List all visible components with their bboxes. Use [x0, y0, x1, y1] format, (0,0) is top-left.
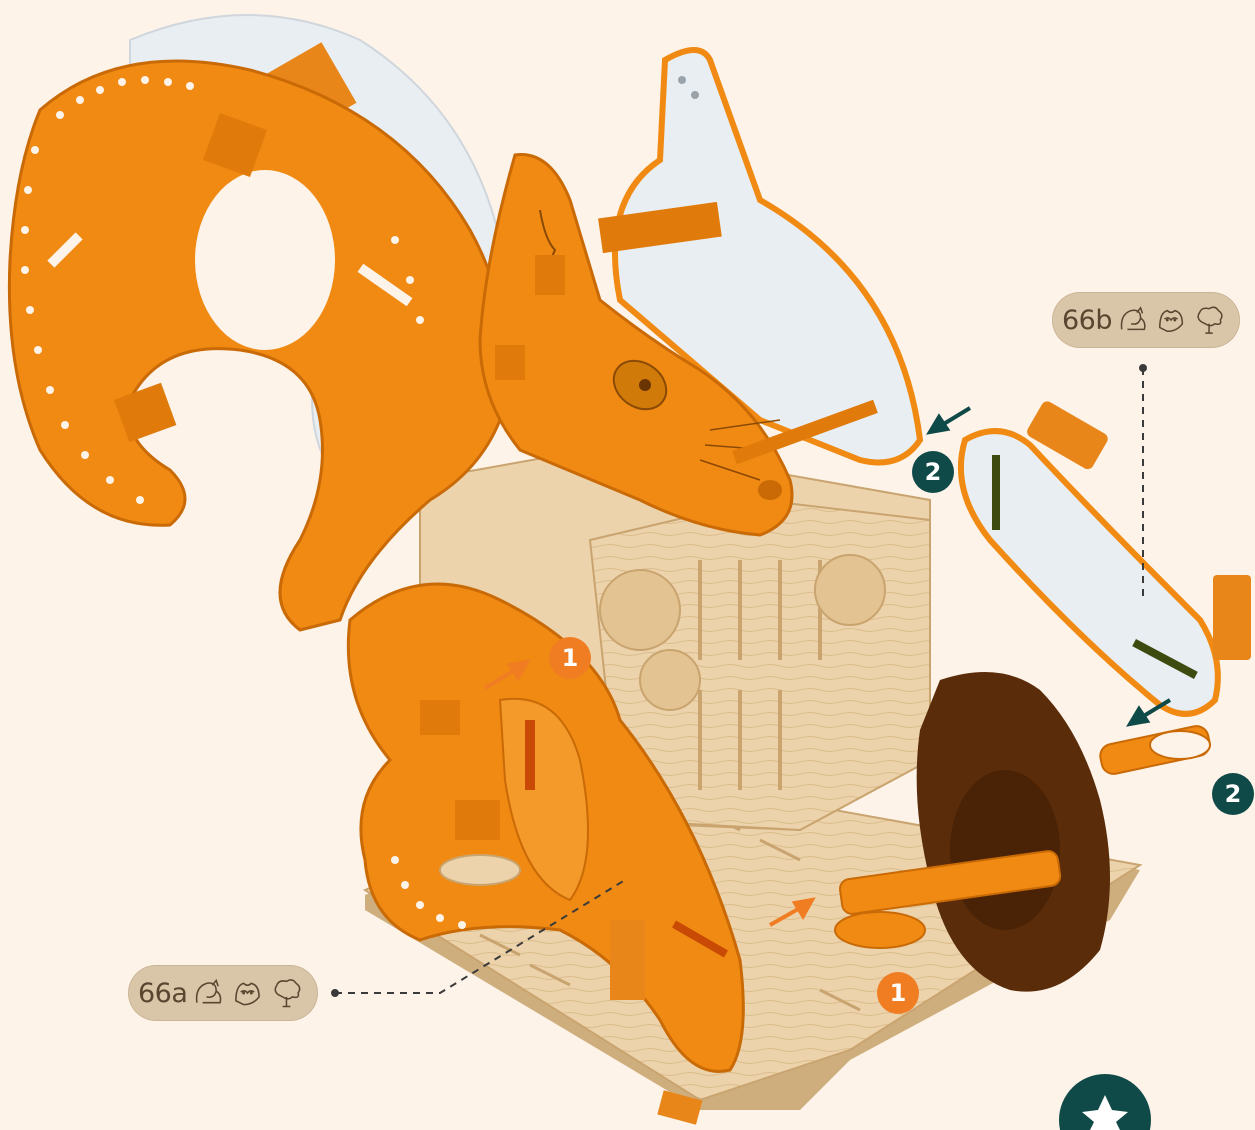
part-label-66b: 66b: [1052, 292, 1240, 348]
step-badge-1-top: 1: [549, 637, 591, 679]
step-badge-2-top: 2: [912, 451, 954, 493]
tree-icon: [271, 977, 304, 1009]
step-badge-1-bottom: 1: [877, 972, 919, 1014]
star-icon: [1059, 1074, 1151, 1130]
step-badge-2-right: 2: [1212, 773, 1254, 815]
squirrel-icon: [193, 977, 226, 1009]
tree-icon: [1194, 304, 1226, 336]
part-label-66a: 66a: [128, 965, 318, 1021]
part-66b-piece: [961, 431, 1218, 714]
part-id-66a: 66a: [138, 978, 187, 1009]
squirrel-icon: [1118, 304, 1150, 336]
raccoon-icon: [1156, 304, 1188, 336]
raccoon-icon: [232, 977, 265, 1009]
right-connector-piece: [1098, 724, 1212, 776]
part-id-66b: 66b: [1062, 305, 1112, 336]
